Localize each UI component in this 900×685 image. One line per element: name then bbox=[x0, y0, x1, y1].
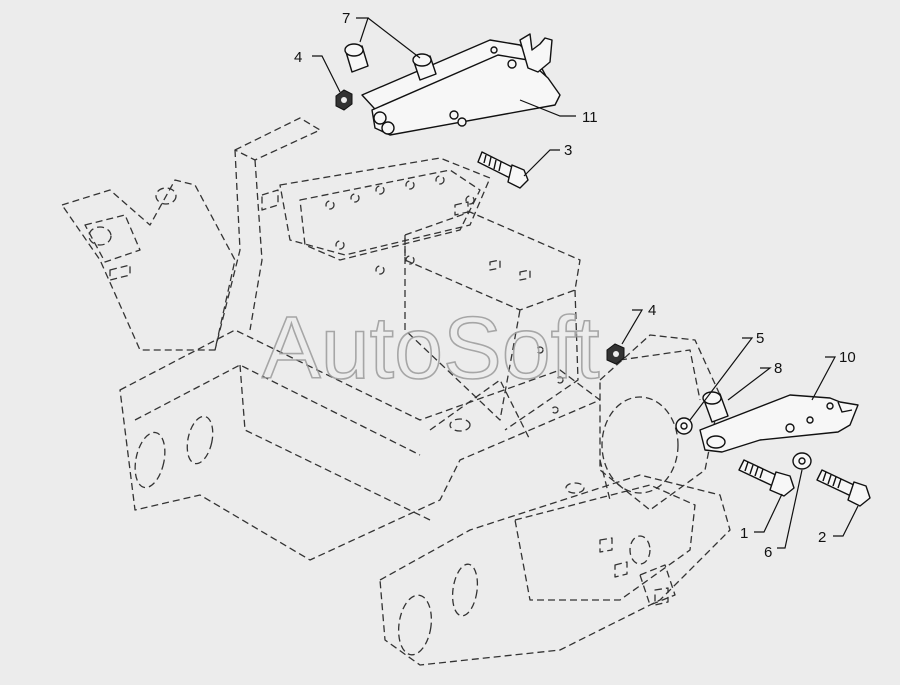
callout-11: 11 bbox=[582, 109, 598, 126]
lower-bracket-assembly bbox=[606, 343, 871, 507]
autosoft-watermark: AutoSoft bbox=[262, 298, 600, 397]
bracket-hole bbox=[490, 46, 498, 54]
callout-10: 10 bbox=[839, 349, 856, 366]
bolt-3 bbox=[477, 151, 529, 189]
bracket-hole bbox=[457, 117, 467, 127]
bracket-plate-10 bbox=[699, 394, 859, 453]
callout-3: 3 bbox=[564, 142, 572, 159]
upper-bracket-assembly bbox=[335, 33, 561, 189]
callout-5: 5 bbox=[756, 330, 764, 347]
bracket-hole bbox=[373, 111, 387, 125]
callout-7: 7 bbox=[342, 10, 350, 27]
callout-1: 1 bbox=[740, 525, 748, 542]
bracket-hole bbox=[381, 121, 395, 135]
callout-4-top: 4 bbox=[294, 49, 302, 66]
callout-8: 8 bbox=[774, 360, 782, 377]
bracket-hole bbox=[449, 110, 459, 120]
bracket-plate-11-front bbox=[371, 54, 561, 136]
bolt-1 bbox=[738, 459, 795, 497]
callout-2: 2 bbox=[818, 529, 826, 546]
bracket-hole bbox=[507, 59, 517, 69]
callout-numbers: 7 4 11 3 4 5 8 10 1 6 2 bbox=[294, 10, 856, 561]
callout-4-middle: 4 bbox=[648, 302, 656, 319]
leader-lines bbox=[312, 17, 859, 549]
bracket-clevis bbox=[519, 33, 553, 73]
callout-6: 6 bbox=[764, 544, 772, 561]
bolt-2 bbox=[816, 469, 871, 507]
